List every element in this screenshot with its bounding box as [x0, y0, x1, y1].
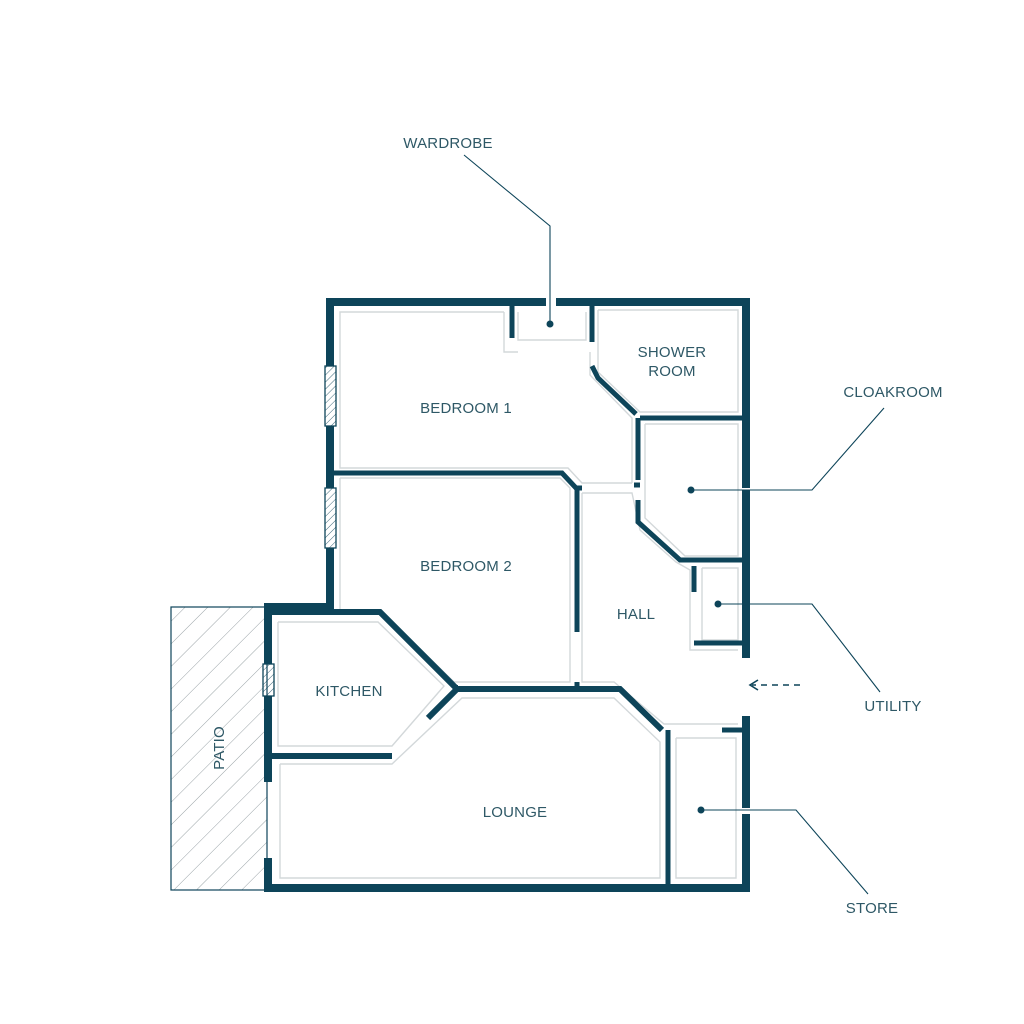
bedroom-1-outline [339, 311, 632, 484]
bedroom-1-label: BEDROOM 1 [420, 400, 512, 417]
kitchen-outline [277, 621, 445, 747]
lounge-label: LOUNGE [483, 804, 548, 821]
store-leader [701, 809, 869, 895]
lounge-top-wall [456, 686, 665, 733]
lounge-outline [279, 697, 661, 879]
wall-left-upper [264, 548, 334, 664]
shower-room-label-line1: SHOWER [638, 344, 707, 361]
kitchen-label: KITCHEN [315, 683, 382, 700]
store-outline [675, 737, 737, 879]
window-kitchen [262, 663, 275, 697]
wardrobe-leader [463, 154, 551, 324]
kitchen-top-wall [270, 609, 459, 691]
utility-dot [714, 600, 722, 608]
hall-label: HALL [617, 606, 655, 623]
wardrobe-inner [517, 312, 587, 341]
walls [264, 298, 750, 892]
hall-lower-outline [581, 493, 738, 725]
cloakroom-label: CLOAKROOM [843, 384, 942, 401]
wall-bottom [264, 814, 750, 892]
shower-angled-wall [589, 364, 638, 416]
patio-area [170, 606, 268, 891]
wardrobe-dot [546, 320, 554, 328]
store-label: STORE [846, 900, 898, 917]
cloakroom-outline [644, 423, 739, 557]
utility-label: UTILITY [864, 698, 921, 715]
callout-labels: WARDROBE CLOAKROOM UTILITY STORE [403, 135, 942, 917]
patio [170, 606, 268, 891]
wall-top-left [326, 298, 546, 366]
utility-leader [718, 603, 881, 693]
store-dot [697, 806, 705, 814]
shower-room-label-line2: ROOM [648, 363, 695, 380]
dashed-arrow-left-icon [748, 679, 800, 691]
bedroom-2-outline [339, 477, 571, 683]
hall-outline [582, 492, 738, 651]
leader-dots [546, 320, 722, 814]
entrance-arrow-head [748, 679, 759, 691]
wall-top-right [556, 298, 750, 488]
bedroom-1-inner-edge [589, 352, 633, 483]
bedroom-partition [334, 470, 582, 491]
kitchen-angled-stub [425, 685, 461, 721]
leader-lines [463, 154, 885, 895]
bedroom-2-label: BEDROOM 2 [420, 558, 512, 575]
patio-label: PATIO [211, 726, 228, 770]
cloakroom-dot [687, 486, 695, 494]
room-labels: BEDROOM 1 BEDROOM 2 SHOWER ROOM KITCHEN … [211, 344, 706, 821]
window-bedroom-1 [324, 365, 337, 427]
shower-room-outline [597, 309, 739, 413]
utility-outline [701, 567, 739, 641]
cloakroom-angled-wall [635, 500, 742, 563]
wardrobe-label: WARDROBE [403, 135, 492, 152]
wardrobe-outline [503, 312, 518, 353]
cloakroom-leader [691, 407, 885, 491]
window-bedroom-2 [324, 487, 337, 549]
windows [262, 365, 337, 697]
